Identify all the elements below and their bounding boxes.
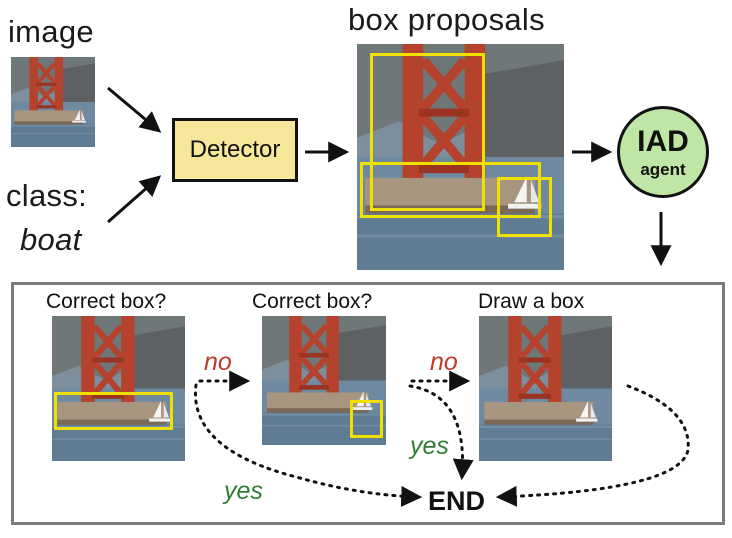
- step1-caption: Correct box?: [46, 290, 167, 313]
- agent-title: IAD: [637, 124, 689, 158]
- class-value: boat: [20, 222, 82, 257]
- box-proposals-label: box proposals: [348, 2, 545, 37]
- detector-box: Detector: [172, 118, 298, 182]
- proposal-box-boat: [497, 177, 552, 237]
- class-to-detector-arrow: [107, 175, 162, 224]
- no-answer-1: no: [204, 348, 232, 376]
- step3-caption: Draw a box: [478, 290, 585, 313]
- class-label: class:: [6, 178, 88, 213]
- proposals-image: [357, 44, 564, 270]
- step3-image: [479, 316, 612, 461]
- image-to-detector-arrow: [107, 86, 162, 133]
- proposal-box-base: [360, 162, 541, 218]
- yes-answer-1: yes: [224, 477, 263, 505]
- step2-box: [350, 400, 383, 438]
- proposal-box-tower: [370, 53, 485, 211]
- iad-agent: IAD agent: [617, 106, 709, 198]
- interaction-panel: [11, 282, 725, 525]
- step2-caption: Correct box?: [252, 290, 373, 313]
- step1-image: [52, 316, 185, 461]
- step2-image: [262, 316, 386, 445]
- end-label: END: [428, 486, 486, 516]
- detector-label: Detector: [189, 136, 281, 163]
- image-label: image: [8, 14, 94, 49]
- no-answer-2: no: [430, 348, 458, 376]
- step1-box: [54, 392, 173, 430]
- agent-subtitle: agent: [640, 159, 686, 179]
- yes-answer-2: yes: [410, 432, 449, 460]
- input-image: [11, 57, 95, 147]
